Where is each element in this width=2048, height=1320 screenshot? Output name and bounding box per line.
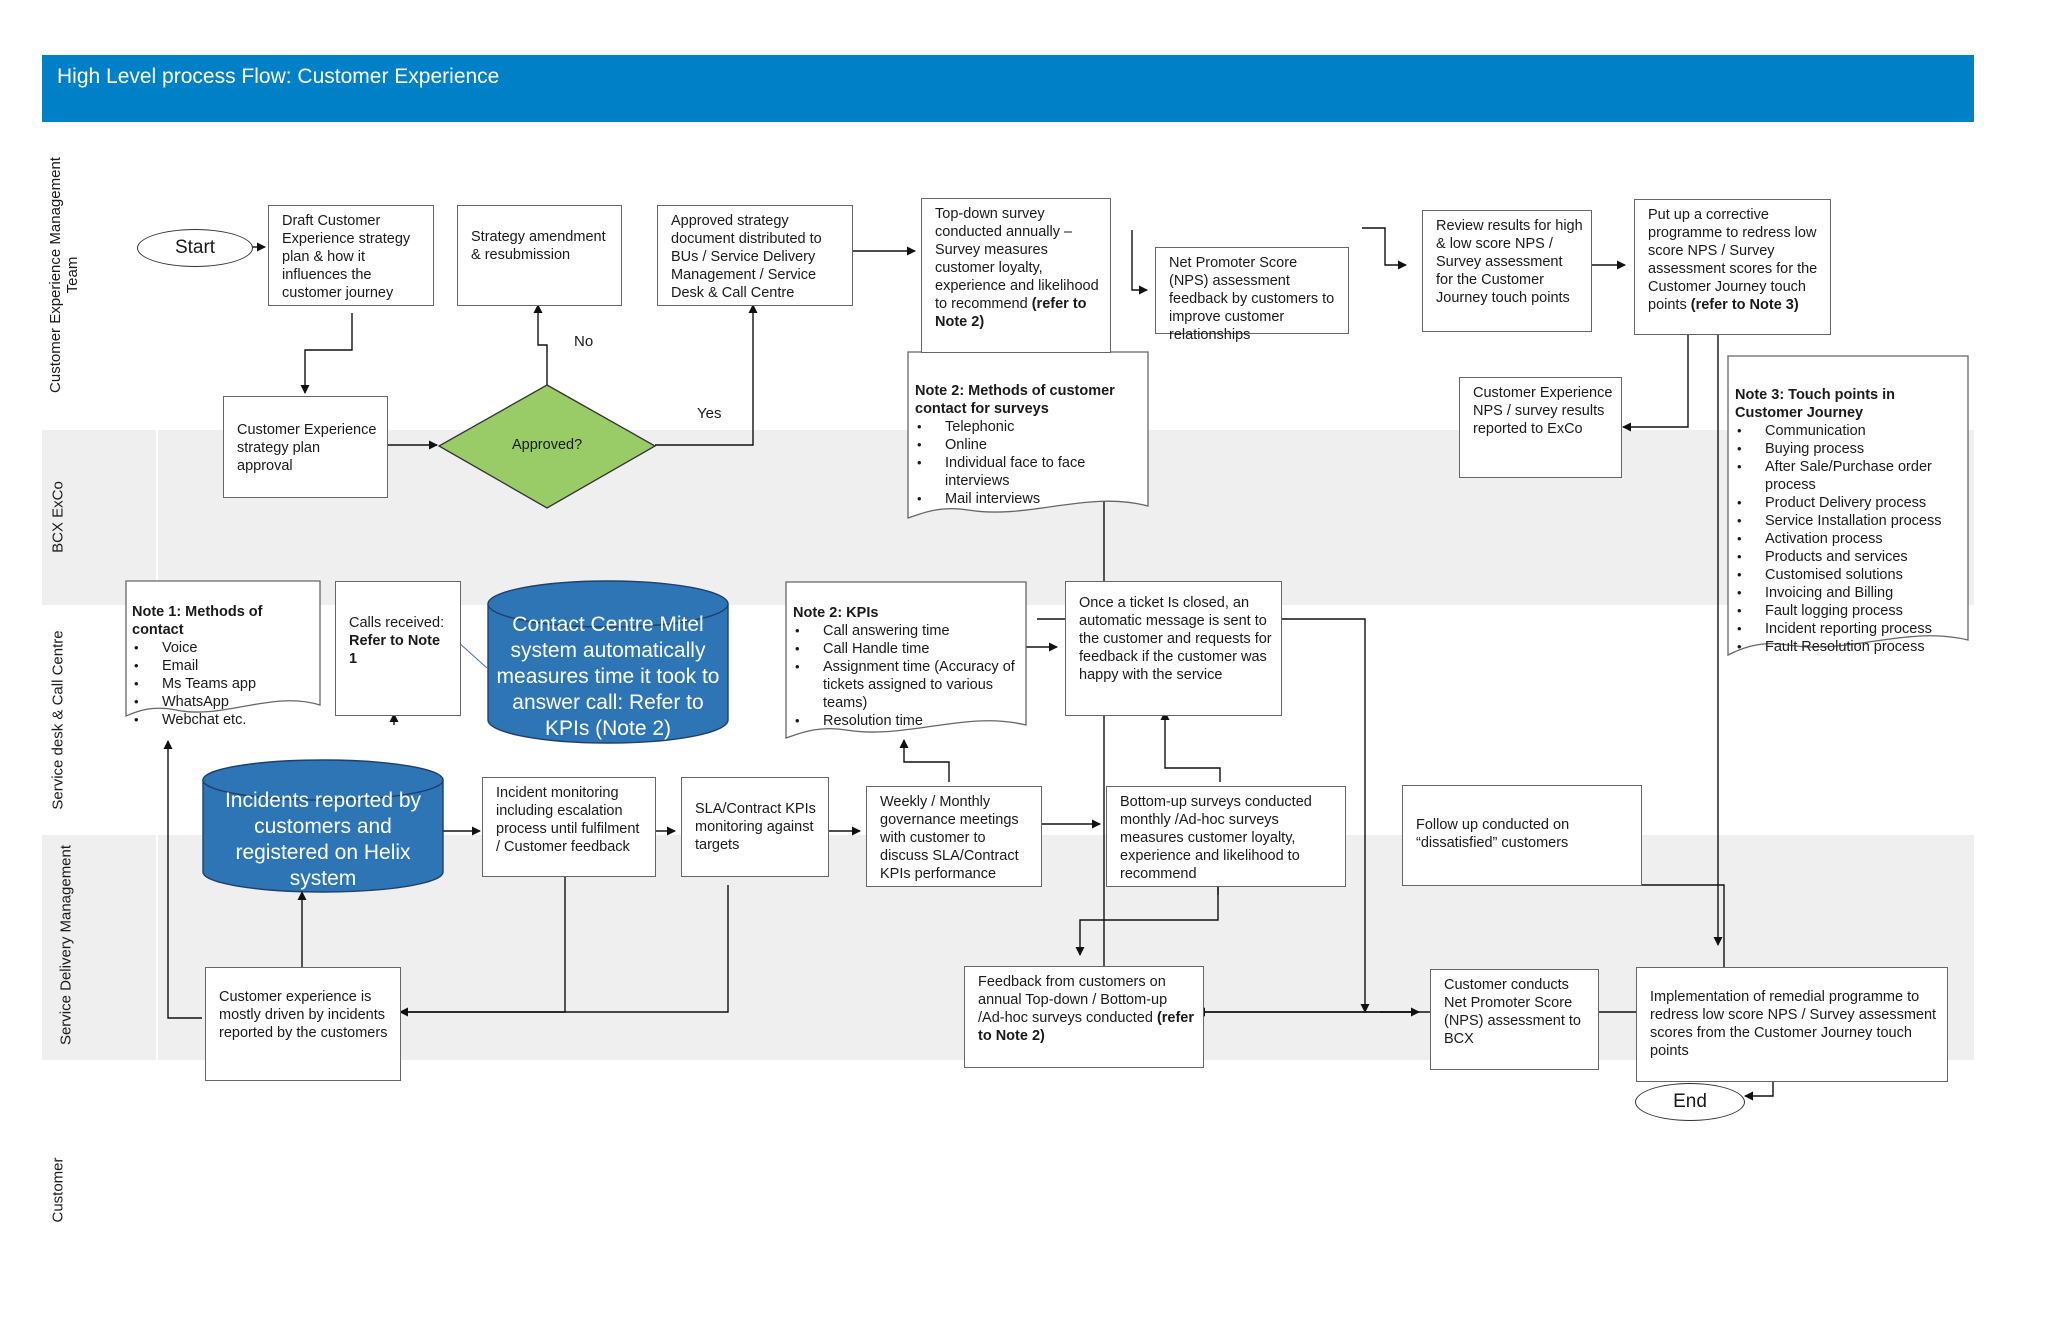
contact-methods-title: Note 1: Methods of contact <box>132 604 263 638</box>
list-item: Call Handle time <box>795 640 1018 658</box>
list-item: Telephonic <box>917 418 1140 436</box>
helix-cylinder-text: Incidents reported by customers and regi… <box>224 789 422 890</box>
calls-received-ref: Refer to Note 1 <box>349 633 441 667</box>
kpis-list: Call answering time Call Handle time Ass… <box>793 622 1018 730</box>
bottomup-surveys-box: Bottom-up surveys conducted monthly /Ad-… <box>1106 786 1346 887</box>
survey-methods-title: Note 2: Methods of customer contact for … <box>915 383 1115 417</box>
list-item: Invoicing and Billing <box>1737 584 1960 602</box>
page-title: High Level process Flow: Customer Experi… <box>57 65 500 88</box>
list-item: Customised solutions <box>1737 566 1960 584</box>
list-item: After Sale/Purchase order process <box>1737 458 1960 494</box>
list-item: Service Installation process <box>1737 512 1960 530</box>
touch-points-note: Note 3: Touch points in Customer Journey… <box>1728 378 1968 660</box>
calls-received-box: Calls received: Refer to Note 1 <box>335 581 461 716</box>
nps-assessment-box: Net Promoter Score (NPS) assessment feed… <box>1155 247 1349 343</box>
list-item: Product Delivery process <box>1737 494 1960 512</box>
feedback-customers-text: Feedback from customers on annual Top-do… <box>978 974 1168 1026</box>
list-item: Resolution time <box>795 712 1018 730</box>
customer-nps-box: Customer conducts Net Promoter Score (NP… <box>1430 969 1599 1070</box>
nps-reported-box: Customer Experience NPS / survey results… <box>1459 377 1622 478</box>
cx-driven-box: Customer experience is mostly driven by … <box>205 967 401 1081</box>
touch-points-title: Note 3: Touch points in Customer Journey <box>1735 387 1896 421</box>
corrective-programme-text: Put up a corrective programme to redress… <box>1648 207 1818 313</box>
list-item: Fault Resolution process <box>1737 638 1960 656</box>
list-item: Fault logging process <box>1737 602 1960 620</box>
ticket-closed-box: Once a ticket Is closed, an automatic me… <box>1065 581 1282 716</box>
list-item: Online <box>917 436 1140 454</box>
governance-meetings-box: Weekly / Monthly governance meetings wit… <box>866 786 1042 887</box>
list-item: Assignment time (Accuracy of tickets ass… <box>795 658 1018 712</box>
start-terminal: Start <box>137 229 253 267</box>
list-item: Communication <box>1737 422 1960 440</box>
follow-up-box: Follow up conducted on “dissatisfied” cu… <box>1402 785 1642 886</box>
end-terminal: End <box>1635 1083 1745 1121</box>
helix-cylinder <box>202 759 444 893</box>
list-item: Voice <box>134 639 308 657</box>
list-item: Ms Teams app <box>134 675 308 693</box>
list-item: Mail interviews <box>917 490 1140 508</box>
start-label: Start <box>174 237 216 258</box>
list-item: Webchat etc. <box>134 711 308 729</box>
topdown-survey-text: Top-down survey conducted annually – Sur… <box>935 206 1099 312</box>
mitel-cylinder-text: Contact Centre Mitel system automaticall… <box>496 613 720 740</box>
corrective-programme-ref: (refer to Note 3) <box>1690 297 1799 313</box>
incident-monitoring-box: Incident monitoring including escalation… <box>482 777 656 877</box>
list-item: Products and services <box>1737 548 1960 566</box>
list-item: WhatsApp <box>134 693 308 711</box>
contact-methods-list: Voice Email Ms Teams app WhatsApp Webcha… <box>132 639 308 729</box>
topdown-survey-box: Top-down survey conducted annually – Sur… <box>921 198 1111 353</box>
survey-methods-note: Note 2: Methods of customer contact for … <box>908 374 1148 512</box>
contact-methods-note: Note 1: Methods of contact Voice Email M… <box>126 595 316 733</box>
strategy-approval-box: Customer Experience strategy plan approv… <box>223 396 388 498</box>
corrective-programme-box: Put up a corrective programme to redress… <box>1634 199 1831 335</box>
review-results-box: Review results for high & low score NPS … <box>1422 210 1592 332</box>
mitel-cylinder <box>487 580 729 744</box>
calls-received-text: Calls received: <box>349 615 445 631</box>
list-item: Activation process <box>1737 530 1960 548</box>
decision-label: Approved? <box>512 437 583 453</box>
feedback-customers-ref: (refer to Note 2) <box>978 1010 1195 1044</box>
end-label: End <box>1673 1091 1707 1112</box>
kpis-note: Note 2: KPIs Call answering time Call Ha… <box>786 596 1026 734</box>
decision-no-label: No <box>574 333 594 350</box>
list-item: Call answering time <box>795 622 1018 640</box>
draft-strategy-box: Draft Customer Experience strategy plan … <box>268 205 434 306</box>
list-item: Buying process <box>1737 440 1960 458</box>
sla-monitoring-box: SLA/Contract KPIs monitoring against tar… <box>681 777 829 877</box>
header-bar: High Level process Flow: Customer Experi… <box>42 55 1974 122</box>
topdown-survey-ref: (refer to Note 2) <box>935 296 1087 330</box>
decision-yes-label: Yes <box>697 405 722 422</box>
touch-points-list: Communication Buying process After Sale/… <box>1735 422 1960 656</box>
feedback-customers-box: Feedback from customers on annual Top-do… <box>964 966 1204 1068</box>
implementation-box: Implementation of remedial programme to … <box>1636 967 1948 1082</box>
list-item: Email <box>134 657 308 675</box>
approved-decision-diamond <box>437 384 657 509</box>
list-item: Individual face to face interviews <box>917 454 1140 490</box>
kpis-title: Note 2: KPIs <box>793 605 879 621</box>
approved-strategy-box: Approved strategy document distributed t… <box>657 205 853 306</box>
strategy-amendment-box: Strategy amendment & resubmission <box>457 205 622 306</box>
list-item: Incident reporting process <box>1737 620 1960 638</box>
survey-methods-list: Telephonic Online Individual face to fac… <box>915 418 1140 508</box>
